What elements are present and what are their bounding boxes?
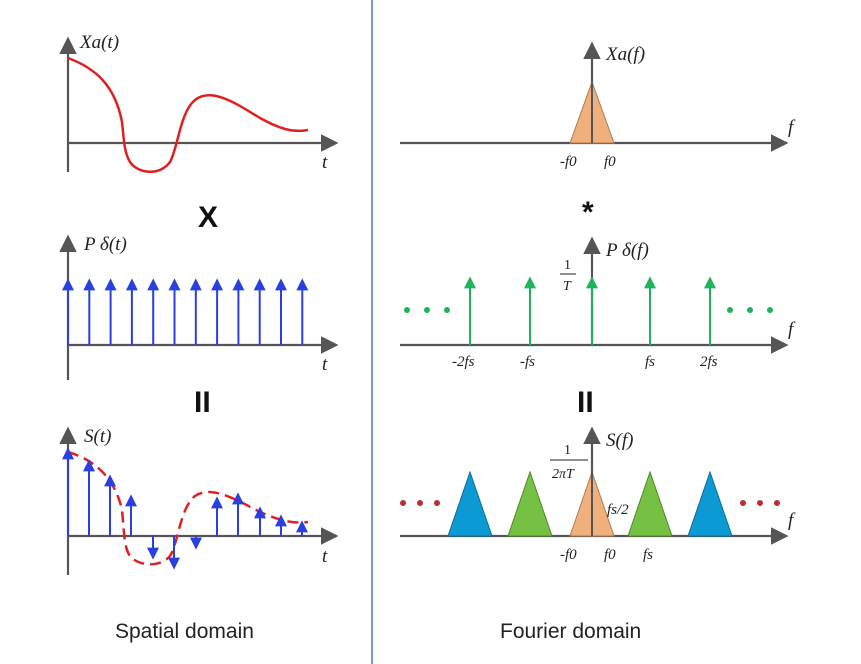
comb-dots-left (404, 307, 450, 313)
amplitude-denominator: 2πT (552, 467, 575, 482)
x-label: t (322, 546, 328, 567)
y-label: Xa(t) (79, 32, 119, 53)
convolve-operator: * (582, 196, 594, 229)
x-label: t (322, 152, 328, 173)
panel-xa-time: Xa(t) t (59, 32, 339, 173)
x-label: f (788, 510, 796, 531)
equals-operator-left: II (194, 386, 211, 419)
amplitude-numerator: 1 (564, 258, 571, 273)
y-label: P δ(t) (83, 234, 127, 255)
impulse-train (62, 278, 309, 345)
equals-operator-right: II (577, 386, 594, 419)
tick-2fs: 2fs (700, 354, 718, 370)
replica-2fs (687, 470, 733, 537)
tick-fs: fs (645, 354, 655, 370)
tick-f0: f0 (604, 154, 616, 170)
panel-s-freq: S(f) f 1 2πT fs/2 -f0 f0 fs (400, 426, 796, 563)
x-label: t (322, 354, 328, 375)
replica-fs (627, 470, 673, 537)
caption-spatial: Spatial domain (115, 620, 254, 643)
tick-neg-f0: -f0 (560, 547, 577, 563)
tick-neg-2fs: -2fs (452, 354, 475, 370)
spectrum-dots-right (740, 500, 780, 506)
y-label: S(f) (606, 430, 633, 451)
tick-fs: fs (643, 547, 653, 563)
amplitude-numerator: 1 (564, 443, 571, 458)
panel-p-time: P δ(t) t (59, 234, 339, 380)
y-label: P δ(f) (605, 240, 649, 261)
signal-curve (67, 56, 309, 173)
y-label: S(t) (84, 426, 111, 447)
sampled-envelope (67, 450, 309, 566)
comb-dots-right (727, 307, 773, 313)
amplitude-denominator: T (563, 279, 572, 294)
frequency-comb (464, 276, 716, 345)
replica-neg-2fs (447, 470, 493, 537)
tick-neg-f0: -f0 (560, 154, 577, 170)
x-label: f (788, 117, 796, 138)
caption-fourier: Fourier domain (500, 620, 641, 643)
tick-neg-fs: -fs (520, 354, 535, 370)
panel-s-time: S(t) t (59, 426, 339, 575)
tick-f0: f0 (604, 547, 616, 563)
spectrum-dots-left (400, 500, 440, 506)
replica-neg-fs (507, 470, 553, 537)
x-label: f (788, 319, 796, 340)
y-label: Xa(f) (605, 44, 645, 65)
half-sampling-label: fs/2 (607, 502, 629, 518)
sampled-impulses (62, 447, 308, 570)
panel-p-freq: P δ(f) f 1 T -2fs -fs fs 2fs (400, 236, 796, 370)
multiply-operator: X (198, 201, 218, 234)
panel-xa-freq: Xa(f) f -f0 f0 (400, 41, 796, 170)
